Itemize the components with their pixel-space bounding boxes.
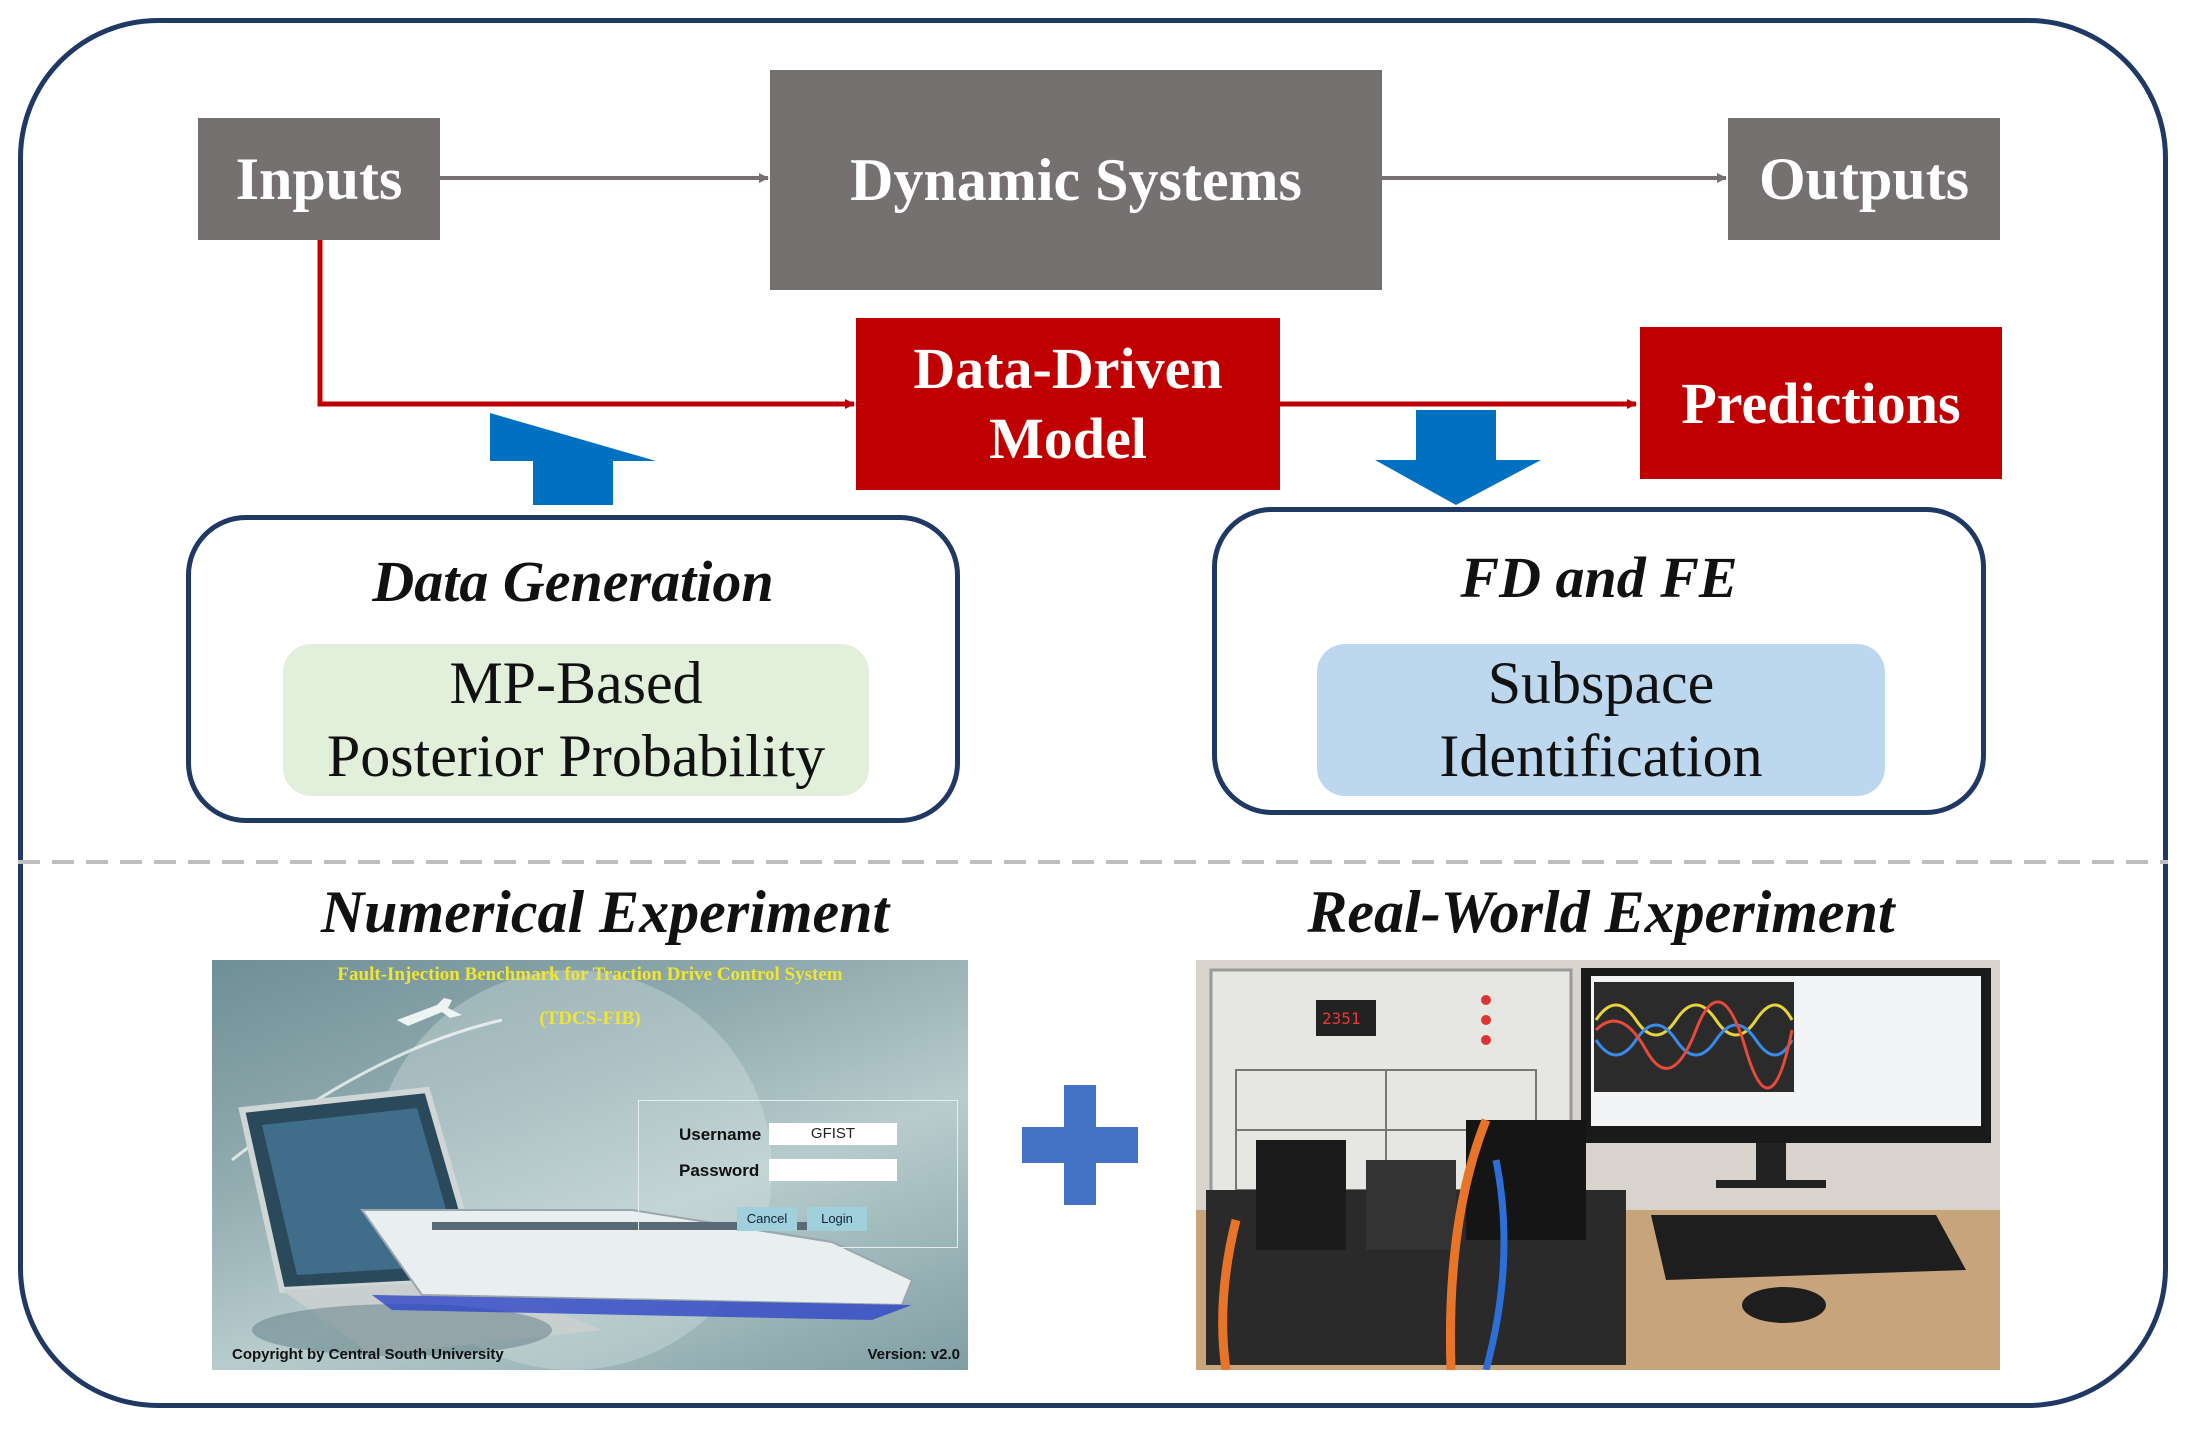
real-world-experiment-title: Real-World Experiment xyxy=(1307,879,1895,945)
dynamic-systems-label: Dynamic Systems xyxy=(850,146,1302,213)
username-field[interactable]: GFIST xyxy=(769,1123,897,1145)
password-label: Password xyxy=(679,1161,760,1180)
subspace-block: Subspace Identification xyxy=(1317,644,1885,796)
dynamic-systems-box: Dynamic Systems xyxy=(770,70,1382,290)
lab-bench-illustration: 2351 xyxy=(1196,960,2000,1370)
fd-fe-panel: FD and FE Subspace Identification xyxy=(1212,507,1986,815)
username-label: Username xyxy=(679,1125,762,1144)
plus-icon-horizontal xyxy=(1022,1127,1138,1163)
inputs-box: Inputs xyxy=(198,118,440,240)
outer-frame xyxy=(18,18,2168,1408)
predictions-box: Predictions xyxy=(1640,327,2002,479)
oscilloscope-trace xyxy=(1594,1003,1794,1037)
up-arrow-icon xyxy=(490,413,656,505)
login-panel: Username GFIST Password Cancel Login xyxy=(638,1100,958,1248)
benchmark-illustration xyxy=(231,970,914,1370)
keyboard xyxy=(1651,1215,1966,1280)
mouse xyxy=(1742,1287,1826,1323)
outputs-label: Outputs xyxy=(1758,145,1970,212)
benchmark-header: Fault-Injection Benchmark for Traction D… xyxy=(337,964,843,985)
password-field[interactable] xyxy=(769,1159,897,1181)
model-label-line2: Model xyxy=(989,406,1147,471)
subspace-line1: Subspace xyxy=(1487,649,1715,716)
data-generation-panel: Data Generation MP-Based Posterior Proba… xyxy=(186,515,960,823)
mp-based-line2: Posterior Probability xyxy=(326,723,826,789)
login-button[interactable]: Login xyxy=(807,1207,867,1231)
mp-based-block: MP-Based Posterior Probability xyxy=(283,644,869,796)
model-label-line1: Data-Driven xyxy=(913,336,1223,402)
benchmark-abbr: (TDCS-FIB) xyxy=(539,1008,641,1029)
version-text: Version: v2.0 xyxy=(867,1346,960,1363)
inputs-label: Inputs xyxy=(235,145,403,212)
cancel-button[interactable]: Cancel xyxy=(737,1207,797,1231)
airplane-icon xyxy=(397,998,462,1026)
benchmark-screenshot: Fault-Injection Benchmark for Traction D… xyxy=(212,960,968,1370)
svg-text:2351: 2351 xyxy=(1322,1009,1361,1028)
down-arrow-icon xyxy=(1375,410,1541,505)
data-generation-title: Data Generation xyxy=(372,549,774,614)
numerical-experiment-title: Numerical Experiment xyxy=(320,879,890,945)
subspace-line2: Identification xyxy=(1439,723,1763,789)
predictions-label: Predictions xyxy=(1681,370,1961,436)
data-driven-model-box: Data-Driven Model xyxy=(856,318,1280,490)
train-body xyxy=(360,1209,914,1307)
copyright-text: Copyright by Central South University xyxy=(232,1346,504,1363)
fd-fe-title: FD and FE xyxy=(1460,545,1738,610)
inputs-to-model-arrow xyxy=(317,240,855,409)
real-world-photo: 2351 xyxy=(1196,960,2000,1370)
mp-based-line1: MP-Based xyxy=(449,649,703,716)
outputs-box: Outputs xyxy=(1728,118,2000,240)
